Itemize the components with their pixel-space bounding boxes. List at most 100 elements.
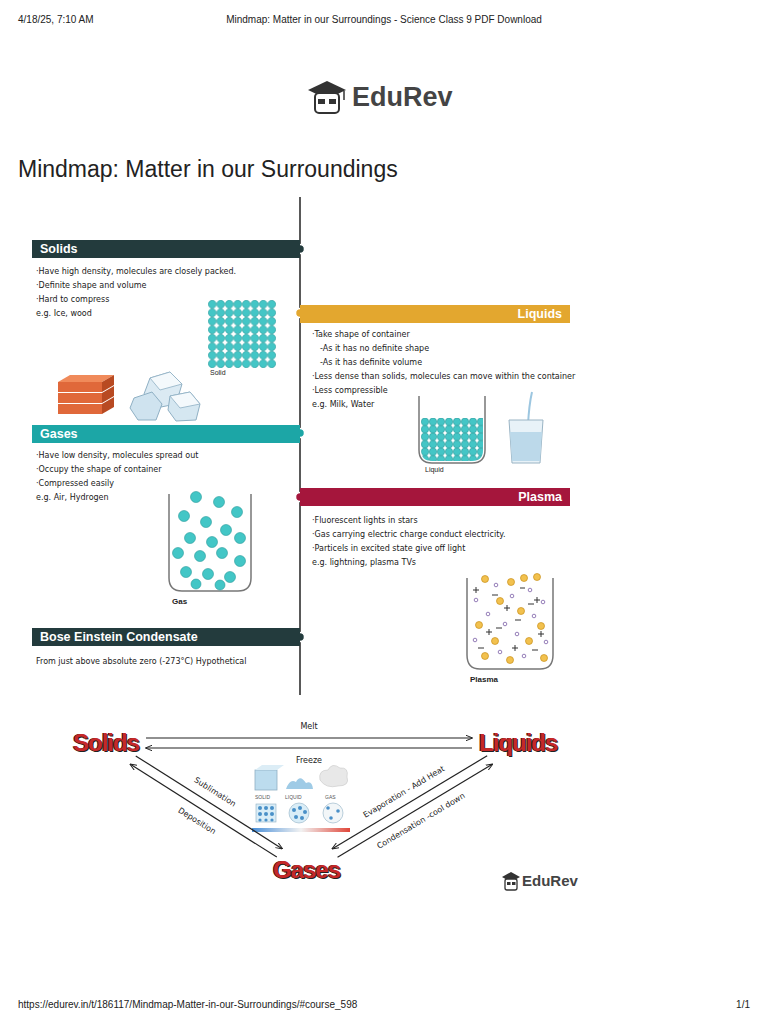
bullet-text: ·Compressed easily	[36, 477, 300, 491]
logo-icon	[502, 872, 520, 890]
states-picture	[258, 806, 262, 810]
state-caption: GAS	[325, 794, 336, 800]
plasma-beaker	[473, 583, 548, 658]
states-picture	[292, 808, 296, 812]
plasma-beaker	[522, 654, 526, 658]
logo-icon	[315, 93, 339, 113]
gas-beaker	[181, 567, 192, 578]
states-picture	[252, 765, 350, 832]
bullet-text: ·Have low density, molecules spread out	[36, 449, 300, 463]
bullet-text: e.g. lightning, plasma TVs	[312, 556, 600, 570]
page-title: Mindmap: Matter in our Surroundings	[18, 156, 398, 183]
gas-beaker	[191, 579, 201, 589]
states-picture	[264, 812, 268, 816]
timeline	[299, 197, 301, 695]
states-picture	[258, 818, 261, 821]
band-heading: Bose Einstein Condensate	[32, 628, 300, 646]
water-glass	[509, 392, 543, 463]
brick-picture	[102, 397, 114, 414]
plasma-beaker	[541, 600, 545, 604]
water-glass	[510, 432, 542, 461]
transition-arrow	[146, 737, 472, 738]
states-picture	[255, 770, 277, 790]
state-node: Solids	[70, 728, 142, 758]
gas-beaker	[207, 537, 218, 548]
gas-beaker	[173, 548, 184, 559]
states-picture	[326, 806, 340, 820]
transition-label: Melt	[300, 722, 317, 731]
bullet-text: e.g. Milk, Water	[312, 398, 600, 412]
states-picture	[256, 804, 276, 822]
plasma-beaker	[494, 583, 498, 587]
states-picture	[286, 778, 313, 789]
picture-caption: Solid	[210, 369, 226, 376]
states-picture	[255, 765, 284, 770]
gas-beaker	[217, 548, 228, 559]
page-number: 1/1	[700, 999, 750, 1010]
gas-beaker	[214, 497, 225, 508]
gas-beaker	[191, 492, 202, 503]
ice-picture	[130, 372, 200, 421]
bullet-text: From just above absolute zero (-273°C) H…	[36, 655, 300, 669]
plasma-beaker	[482, 653, 489, 660]
bullet-text: e.g. Ice, wood	[36, 307, 300, 321]
brand-logo: EduRev	[522, 872, 578, 889]
states-picture	[294, 815, 298, 819]
state-band: Bose Einstein CondensateFrom just above …	[32, 628, 300, 669]
plasma-beaker	[497, 598, 504, 605]
bullet-text: ·Take shape of container	[312, 328, 600, 342]
bullet-text: e.g. Air, Hydrogen	[36, 491, 300, 505]
logo-icon	[343, 91, 345, 100]
connector-layer	[130, 738, 492, 857]
plasma-beaker	[482, 576, 489, 583]
transition-arrow	[136, 756, 282, 849]
logo-icon	[318, 99, 325, 104]
ice-picture	[150, 372, 182, 390]
band-heading: Gases	[32, 425, 300, 443]
state-band: Gases ·Have low density, molecules spread…	[32, 425, 300, 505]
transition-label: Freeze	[296, 756, 322, 765]
plasma-beaker	[476, 622, 483, 629]
gas-beaker	[235, 533, 246, 544]
bullet-text: ·Gas carrying electric charge conduct el…	[312, 528, 600, 542]
logo-icon	[308, 81, 346, 113]
brick-picture	[58, 404, 102, 414]
state-name: Solids	[70, 728, 142, 758]
bullet-text: ·Less compressible	[312, 384, 600, 398]
states-picture	[270, 806, 274, 810]
plasma-beaker	[473, 638, 477, 642]
state-node: Gases	[270, 855, 343, 885]
bullet-text: ·Fluorescent lights in stars	[312, 514, 600, 528]
gas-beaker	[235, 556, 246, 567]
plasma-beaker	[498, 650, 502, 654]
states-picture	[303, 810, 307, 814]
brick-picture	[58, 375, 114, 414]
plasma-beaker	[538, 623, 545, 630]
state-band: Solids·Have high density, molecules are …	[32, 240, 300, 321]
plasma-beaker	[526, 638, 533, 645]
solid-molecules	[208, 300, 276, 368]
plasma-beaker	[478, 588, 538, 650]
states-picture	[320, 765, 348, 786]
plasma-beaker	[476, 574, 548, 664]
band-heading: Liquids	[300, 305, 570, 323]
band-heading: Plasma	[300, 488, 570, 506]
plasma-beaker	[508, 579, 515, 586]
states-picture	[292, 806, 307, 820]
state-band: Plasma·Fluorescent lights in stars·Gas c…	[300, 488, 570, 570]
bullet-text: -As it has no definite shape	[320, 342, 600, 356]
gas-beaker	[225, 572, 236, 583]
states-picture	[270, 812, 274, 816]
plasma-beaker	[541, 655, 548, 662]
transition-arrow	[332, 756, 487, 849]
plasma-beaker	[544, 640, 548, 644]
state-band: Liquids·Take shape of container-As it ha…	[300, 305, 570, 412]
plasma-beaker	[515, 632, 519, 636]
gas-beaker	[201, 517, 212, 528]
plasma-beaker	[518, 608, 525, 615]
plasma-beaker	[467, 578, 553, 669]
gas-beaker	[169, 492, 251, 592]
states-picture	[252, 828, 350, 832]
